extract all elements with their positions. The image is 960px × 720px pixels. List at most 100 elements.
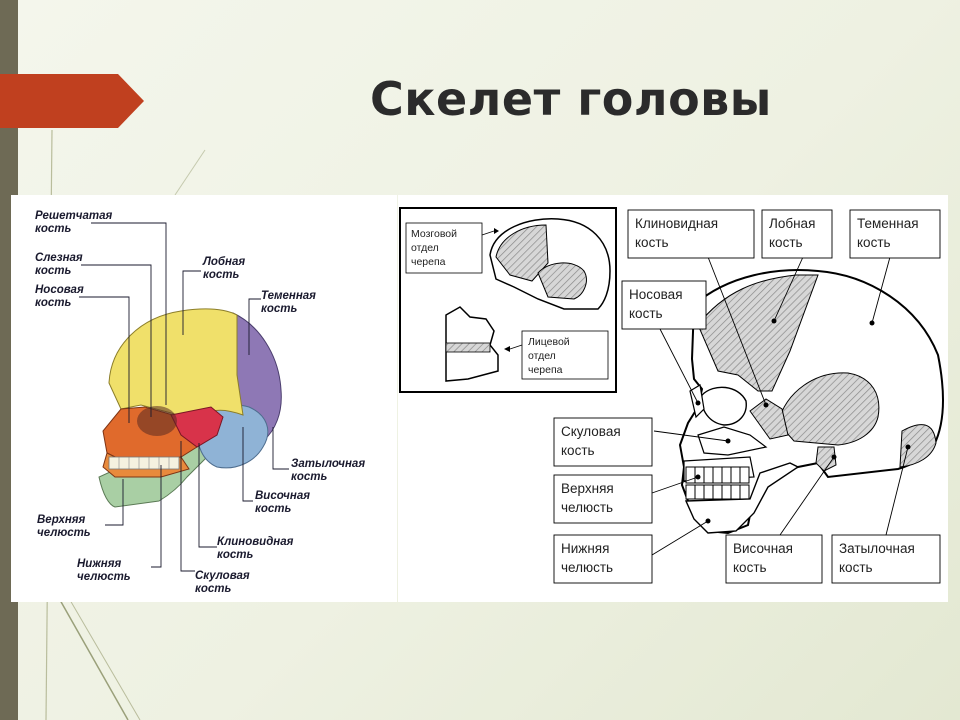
sphenoid-hatch [749, 398, 789, 440]
svg-text:черепа: черепа [528, 364, 563, 376]
svg-text:отдел: отдел [528, 350, 556, 362]
label-parietal-1: Теменная [857, 216, 919, 231]
svg-text:челюсть: челюсть [77, 571, 131, 583]
svg-text:Носовая: Носовая [629, 287, 683, 302]
svg-text:Скуловая: Скуловая [561, 424, 621, 439]
schematic-skull-diagram: Мозговой отдел черепа Лицевой отдел чере… [399, 207, 944, 584]
teeth-shape [108, 456, 180, 470]
svg-text:Скуловая: Скуловая [195, 570, 250, 582]
inset-temporal-hatch [537, 262, 587, 300]
label-temporal-1: Височная [255, 490, 310, 502]
occipital-hatch [899, 424, 937, 468]
svg-text:кость: кость [839, 560, 873, 575]
label-boxes [553, 209, 941, 584]
svg-text:Мозговой: Мозговой [411, 228, 457, 240]
svg-text:челюсть: челюсть [561, 500, 613, 515]
colored-skull-panel: Решетчатая кость Слезная кость Носовая к… [11, 195, 397, 602]
mastoid-outline [815, 446, 837, 472]
temporal-hatch [777, 372, 880, 446]
label-parietal-1: Теменная [261, 290, 316, 302]
label-maxilla-2: челюсть [561, 500, 613, 515]
inset-cranial-1: Мозговой [411, 228, 457, 240]
svg-text:кость: кость [733, 560, 767, 575]
inset-facial-1: Лицевой [528, 336, 570, 348]
svg-text:кость: кость [561, 443, 595, 458]
svg-text:Нижняя: Нижняя [561, 541, 609, 556]
label-sphenoid-2: кость [635, 235, 669, 250]
colored-skull-diagram: Решетчатая кость Слезная кость Носовая к… [35, 210, 365, 595]
svg-text:Височная: Височная [255, 490, 310, 502]
label-ethmoid-2: кость [35, 223, 71, 235]
inset-facial-2: отдел [528, 350, 556, 362]
svg-text:Лобная: Лобная [202, 256, 245, 268]
schematic-skull-panel: Мозговой отдел черепа Лицевой отдел чере… [398, 195, 948, 602]
svg-text:кость: кость [857, 235, 891, 250]
svg-text:кость: кость [291, 471, 327, 483]
svg-text:кость: кость [629, 306, 663, 321]
label-zygomatic-1: Скуловая [195, 570, 250, 582]
label-occipital-1: Затылочная [291, 458, 365, 470]
svg-text:Височная: Височная [733, 541, 793, 556]
svg-text:кость: кость [217, 549, 253, 561]
label-occipital-2: кость [291, 471, 327, 483]
label-zygomatic-2: кость [561, 443, 595, 458]
label-frontal-1: Лобная [769, 216, 815, 231]
svg-text:Затылочная: Затылочная [839, 541, 915, 556]
label-sphenoid-1: Клиновидная [217, 536, 294, 548]
svg-text:кость: кость [195, 583, 231, 595]
inset-facial-3: черепа [528, 364, 563, 376]
label-temporal-1: Височная [733, 541, 793, 556]
label-frontal-2: кость [203, 269, 239, 281]
svg-text:Нижняя: Нижняя [77, 558, 122, 570]
svg-text:кость: кость [35, 297, 71, 309]
label-mandible-2: челюсть [77, 571, 131, 583]
svg-text:Верхняя: Верхняя [37, 514, 86, 526]
title-arrow-tab [0, 74, 144, 128]
right-leader-lines [651, 256, 909, 556]
zygomatic-shape [170, 406, 224, 448]
orbit-shape [137, 406, 177, 436]
label-ethmoid-1: Решетчатая [35, 210, 112, 222]
svg-text:Теменная: Теменная [857, 216, 919, 231]
svg-text:отдел: отдел [411, 242, 439, 254]
label-frontal-2: кость [769, 235, 803, 250]
svg-text:Клиновидная: Клиновидная [217, 536, 294, 548]
frontal-hatch [697, 274, 819, 392]
orbit-outline [701, 386, 747, 426]
svg-text:челюсть: челюсть [37, 527, 91, 539]
svg-text:Лицевой: Лицевой [528, 336, 570, 348]
label-mandible-2: челюсть [561, 560, 613, 575]
label-parietal-2: кость [857, 235, 891, 250]
inset-cranial-3: черепа [411, 256, 446, 268]
svg-text:кость: кость [261, 303, 297, 315]
label-mandible-1: Нижняя [77, 558, 122, 570]
label-nasal-1: Носовая [629, 287, 683, 302]
label-temporal-2: кость [733, 560, 767, 575]
svg-text:кость: кость [35, 265, 71, 277]
inset-teeth [445, 342, 491, 353]
label-occipital-2: кость [839, 560, 873, 575]
page-title: Скелет головы [370, 72, 772, 126]
label-mandible-1: Нижняя [561, 541, 609, 556]
svg-text:кость: кость [203, 269, 239, 281]
svg-text:кость: кость [35, 223, 71, 235]
label-occipital-1: Затылочная [839, 541, 915, 556]
teeth-row [685, 466, 750, 500]
svg-text:Лобная: Лобная [769, 216, 815, 231]
svg-text:Верхняя: Верхняя [561, 481, 614, 496]
svg-text:кость: кость [635, 235, 669, 250]
label-lacrimal-1: Слезная [35, 252, 83, 264]
svg-text:кость: кость [255, 503, 291, 515]
svg-text:Теменная: Теменная [261, 290, 316, 302]
svg-text:челюсть: челюсть [561, 560, 613, 575]
svg-text:Затылочная: Затылочная [291, 458, 365, 470]
label-zygomatic-2: кость [195, 583, 231, 595]
svg-text:черепа: черепа [411, 256, 446, 268]
label-frontal-1: Лобная [202, 256, 245, 268]
label-temporal-2: кость [255, 503, 291, 515]
svg-text:Клиновидная: Клиновидная [635, 216, 718, 231]
inset-facial-box [521, 330, 609, 380]
label-sphenoid-1: Клиновидная [635, 216, 718, 231]
inset-cranial-2: отдел [411, 242, 439, 254]
label-maxilla-1: Верхняя [561, 481, 614, 496]
